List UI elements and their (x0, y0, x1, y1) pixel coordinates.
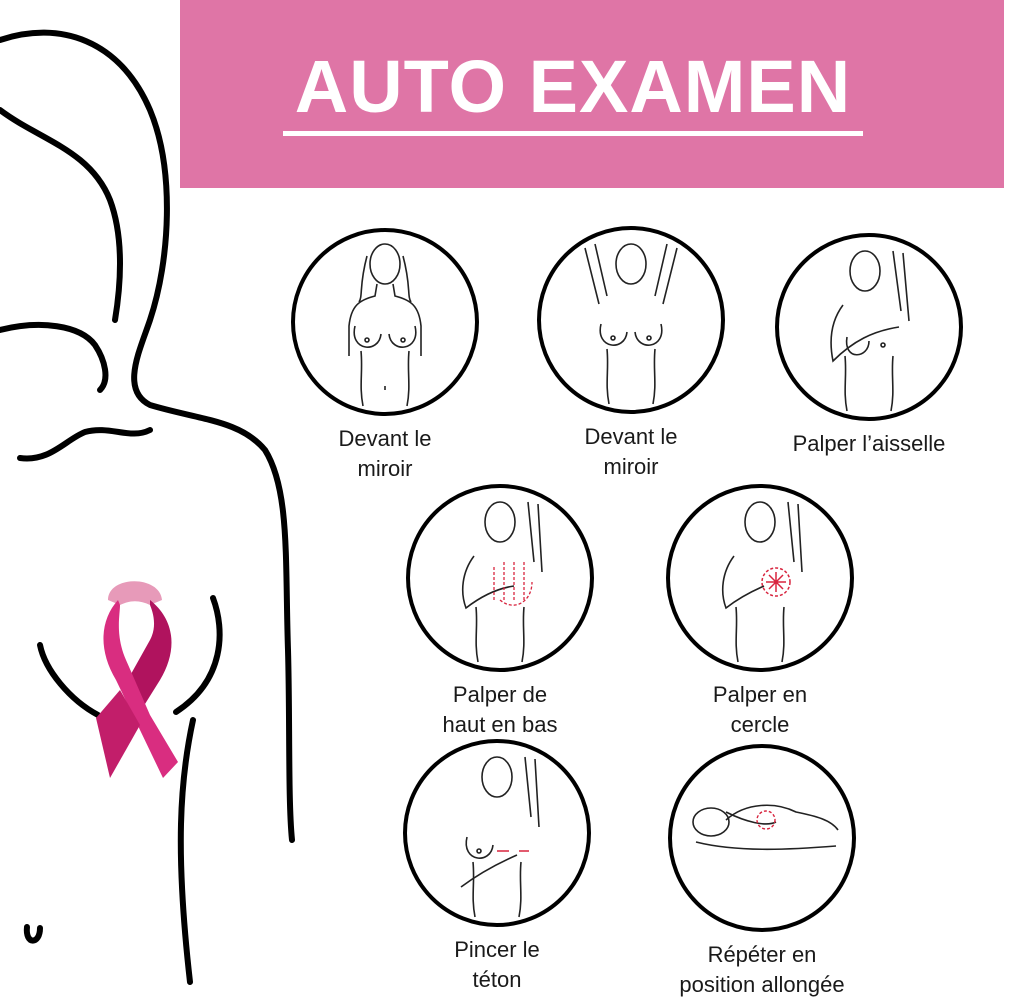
woman-arms-raised-icon (537, 226, 725, 414)
woman-palpate-vertical-icon (406, 484, 594, 672)
pink-ribbon-icon (96, 581, 178, 778)
header-banner: AUTO EXAMEN (180, 0, 1004, 188)
page-title: AUTO EXAMEN (294, 45, 852, 128)
step-label: Palper l’aisselle (792, 431, 946, 456)
woman-front-icon (291, 228, 479, 416)
title-underline (283, 131, 863, 136)
woman-pinch-nipple-icon (403, 739, 591, 927)
woman-lying-icon (668, 744, 856, 932)
step-3: Palper l’aisselle (759, 231, 979, 459)
woman-palpate-circle-icon (666, 484, 854, 672)
woman-silhouette-illustration (0, 29, 295, 985)
woman-palpate-armpit-icon (775, 233, 963, 421)
